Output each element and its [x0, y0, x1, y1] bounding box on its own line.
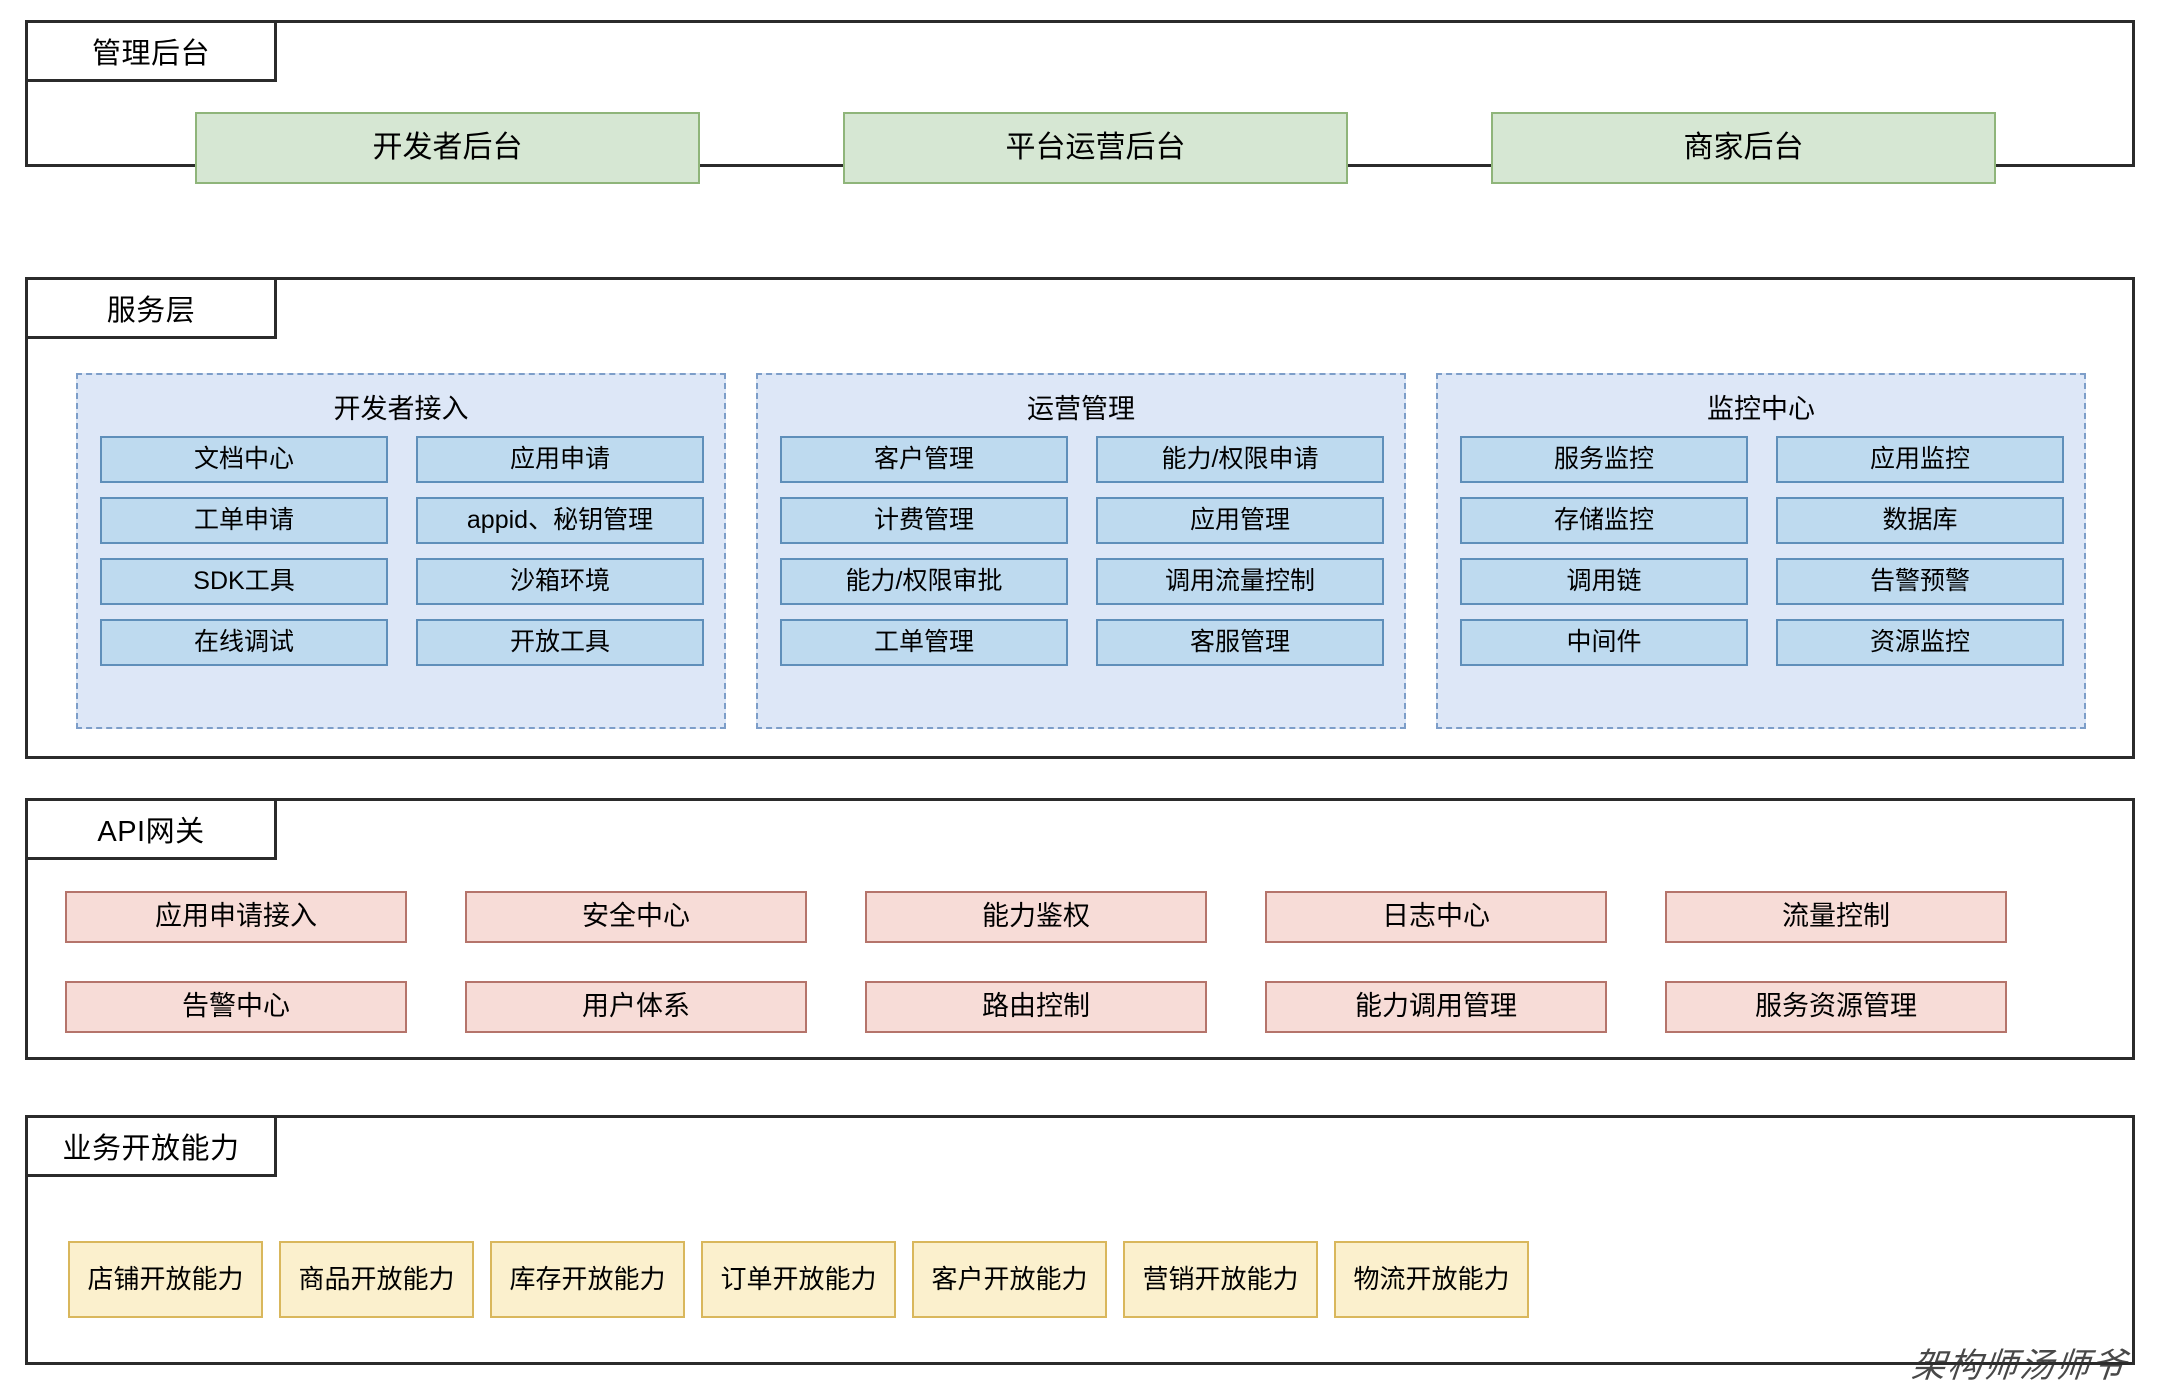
gateway-box-service-resource-manage[interactable]: 服务资源管理 [1665, 981, 2007, 1033]
admin-box-merchant-label: 商家后台 [1683, 130, 1804, 164]
gateway-box-route-control[interactable]: 路由控制 [865, 981, 1207, 1033]
service-box-sandbox-env[interactable]: 沙箱环境 [416, 558, 704, 605]
admin-box-platform-operation-label: 平台运营后台 [1005, 130, 1186, 164]
service-box-online-debug[interactable]: 在线调试 [100, 619, 388, 666]
capability-box-shop[interactable]: 店铺开放能力 [68, 1241, 263, 1318]
admin-box-platform-operation[interactable]: 平台运营后台 [843, 112, 1348, 184]
service-box-call-chain[interactable]: 调用链 [1460, 558, 1748, 605]
service-box-database[interactable]: 数据库 [1776, 497, 2064, 544]
capability-box-order[interactable]: 订单开放能力 [701, 1241, 896, 1318]
gateway-box-security-center[interactable]: 安全中心 [465, 891, 807, 943]
service-box-customer-manage[interactable]: 客户管理 [780, 436, 1068, 483]
section-capability: 业务开放能力 店铺开放能力 商品开放能力 库存开放能力 订单开放能力 客户开放能… [25, 1115, 2135, 1365]
capability-box-marketing[interactable]: 营销开放能力 [1123, 1241, 1318, 1318]
service-group-operation-management: 运营管理 客户管理 计费管理 能力/权限审批 工单管理 能力/权限申请 应用管理… [756, 373, 1406, 729]
service-group-monitor-center-title: 监控中心 [1707, 394, 1815, 424]
section-title-capability: 业务开放能力 [25, 1115, 277, 1177]
service-box-open-tool[interactable]: 开放工具 [416, 619, 704, 666]
service-box-capability-permission-approval[interactable]: 能力/权限审批 [780, 558, 1068, 605]
admin-box-merchant[interactable]: 商家后台 [1491, 112, 1996, 184]
service-box-ticket-apply[interactable]: 工单申请 [100, 497, 388, 544]
admin-box-developer-label: 开发者后台 [372, 130, 523, 164]
service-box-alarm-warning[interactable]: 告警预警 [1776, 558, 2064, 605]
section-gateway: API网关 应用申请接入 安全中心 能力鉴权 日志中心 流量控制 告警中心 用户… [25, 798, 2135, 1060]
service-box-service-monitor[interactable]: 服务监控 [1460, 436, 1748, 483]
service-box-app-monitor[interactable]: 应用监控 [1776, 436, 2064, 483]
service-box-appid-key-manage[interactable]: appid、秘钥管理 [416, 497, 704, 544]
section-title-gateway: API网关 [25, 798, 277, 860]
capability-box-logistics[interactable]: 物流开放能力 [1334, 1241, 1529, 1318]
service-box-storage-monitor[interactable]: 存储监控 [1460, 497, 1748, 544]
capability-box-product[interactable]: 商品开放能力 [279, 1241, 474, 1318]
admin-box-developer[interactable]: 开发者后台 [195, 112, 700, 184]
capability-box-inventory[interactable]: 库存开放能力 [490, 1241, 685, 1318]
section-title-gateway-label: API网关 [97, 816, 205, 848]
gateway-box-app-apply-access[interactable]: 应用申请接入 [65, 891, 407, 943]
gateway-box-user-system[interactable]: 用户体系 [465, 981, 807, 1033]
service-box-app-manage[interactable]: 应用管理 [1096, 497, 1384, 544]
section-title-service: 服务层 [25, 277, 277, 339]
service-group-operation-management-title: 运营管理 [1027, 394, 1135, 424]
section-title-service-label: 服务层 [106, 295, 196, 327]
section-title-admin-label: 管理后台 [91, 38, 210, 70]
service-box-customer-service-manage[interactable]: 客服管理 [1096, 619, 1384, 666]
watermark: 架构师汤师爷 [1909, 1346, 2130, 1386]
service-box-resource-monitor[interactable]: 资源监控 [1776, 619, 2064, 666]
gateway-box-capability-call-manage[interactable]: 能力调用管理 [1265, 981, 1607, 1033]
service-box-billing-manage[interactable]: 计费管理 [780, 497, 1068, 544]
gateway-box-traffic-control[interactable]: 流量控制 [1665, 891, 2007, 943]
service-group-monitor-center: 监控中心 服务监控 存储监控 调用链 中间件 应用监控 数据库 告警预警 资源监… [1436, 373, 2086, 729]
service-group-developer-access: 开发者接入 文档中心 工单申请 SDK工具 在线调试 应用申请 appid、秘钥… [76, 373, 726, 729]
service-box-app-apply[interactable]: 应用申请 [416, 436, 704, 483]
gateway-box-capability-auth[interactable]: 能力鉴权 [865, 891, 1207, 943]
section-admin: 管理后台 开发者后台 平台运营后台 商家后台 [25, 20, 2135, 184]
gateway-box-log-center[interactable]: 日志中心 [1265, 891, 1607, 943]
gateway-box-alarm-center[interactable]: 告警中心 [65, 981, 407, 1033]
service-group-developer-access-title: 开发者接入 [333, 394, 469, 424]
capability-box-customer[interactable]: 客户开放能力 [912, 1241, 1107, 1318]
service-box-capability-permission-apply[interactable]: 能力/权限申请 [1096, 436, 1384, 483]
service-box-ticket-manage[interactable]: 工单管理 [780, 619, 1068, 666]
service-box-sdk-tool[interactable]: SDK工具 [100, 558, 388, 605]
section-title-capability-label: 业务开放能力 [62, 1133, 240, 1165]
service-box-call-traffic-control[interactable]: 调用流量控制 [1096, 558, 1384, 605]
service-box-middleware[interactable]: 中间件 [1460, 619, 1748, 666]
section-service: 服务层 开发者接入 文档中心 工单申请 SDK工具 在线调试 应用申请 appi… [25, 277, 2135, 759]
service-box-doc-center[interactable]: 文档中心 [100, 436, 388, 483]
section-title-admin: 管理后台 [25, 20, 277, 82]
